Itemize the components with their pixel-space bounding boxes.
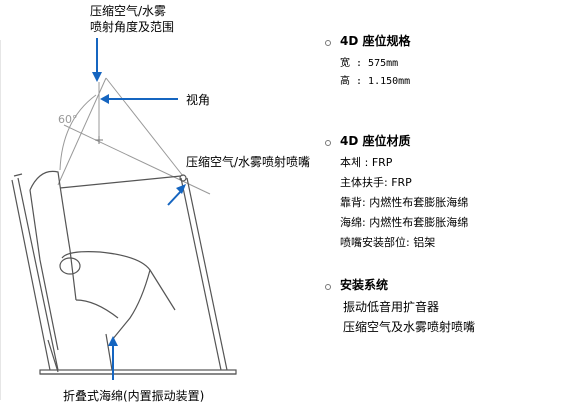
view-angle-lines <box>57 77 211 195</box>
nozzle-pole <box>59 174 228 371</box>
floor-base <box>39 369 237 375</box>
seat-outline <box>11 170 176 373</box>
crosshair-icon <box>95 136 103 144</box>
nozzle-label: 压缩空气/水雾喷射喷嘴 <box>186 155 311 169</box>
foam-arrow <box>108 336 118 380</box>
nozzle-arrow <box>167 184 186 206</box>
spray-range-arrow <box>92 38 102 82</box>
view-angle-label: 视角 <box>186 93 211 107</box>
spray-range-label-line1: 压缩空气/水雾 <box>90 4 167 18</box>
view-angle-arrow <box>100 94 178 104</box>
angle-value-label: 60° <box>58 113 78 126</box>
spray-range-label-line2: 喷射角度及范围 <box>90 20 175 34</box>
foam-label: 折叠式海绵(内置振动装置) <box>63 389 205 403</box>
